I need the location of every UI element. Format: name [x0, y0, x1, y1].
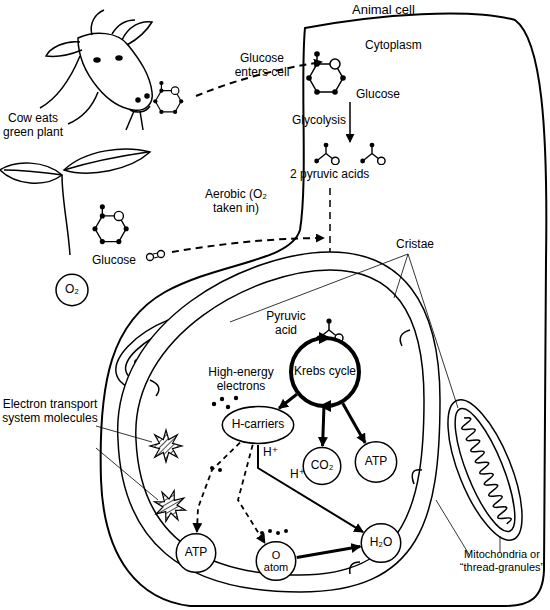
node-outline	[100, 0, 548, 608]
text-label: Pyruvic acid	[262, 310, 310, 338]
connector-arrow	[343, 403, 366, 443]
text-label: Mitochondria or “thread-granules”	[458, 548, 546, 573]
node-text: O₂	[65, 283, 79, 296]
atom-circle: O atom	[255, 540, 297, 582]
node-text-box: O₂	[55, 273, 89, 307]
connector-arrow	[323, 408, 324, 446]
text-label: 2 pyruvic acids	[290, 168, 390, 182]
node-text: Krebs cycle	[294, 365, 356, 378]
molecule-circle: O₂	[55, 273, 89, 307]
pyruvic-molecule	[360, 143, 385, 165]
connector-arrow	[279, 394, 297, 408]
oxygen-molecule	[147, 251, 165, 261]
node-text-box: ATP	[354, 440, 398, 484]
node-text-box: Krebs cycle	[289, 336, 361, 408]
carrier-oval: H-carriers	[220, 405, 296, 445]
text-label: Cristae	[396, 238, 456, 252]
node-text: H-carriers	[232, 418, 285, 431]
node-text: Animal cell	[352, 2, 452, 17]
node-text-box: H-carriers	[220, 405, 296, 445]
text-label: Glucose	[92, 254, 152, 268]
animal-cell: Animal cellCytoplasmKrebs cycleH-carrier…	[100, 0, 548, 608]
glucose-molecule	[92, 204, 128, 244]
node-text: ATP	[365, 455, 387, 468]
text-label: Glycolysis	[284, 114, 346, 128]
connector-arrow	[238, 445, 265, 543]
text-label: H⁺	[263, 446, 283, 460]
mitochondrion	[118, 252, 440, 592]
node-text: H₂O	[370, 536, 393, 549]
node-text-box: H₂O	[360, 522, 402, 564]
text-label: Glucose enters cell	[226, 52, 298, 80]
connector-arrow	[297, 547, 361, 558]
text-label: Electron transport system molecules	[2, 398, 98, 426]
krebs-cycle: Krebs cycle	[289, 336, 361, 408]
text-label: Aerobic (O₂ taken in)	[196, 188, 276, 216]
product-circle: CO₂	[302, 446, 342, 486]
text-label: Glucose	[356, 88, 416, 102]
connector-arrow	[197, 443, 240, 532]
green-plant	[0, 149, 150, 255]
connector-arrow	[258, 445, 363, 532]
glucose-molecule	[306, 51, 346, 95]
node-text-box: CO₂	[302, 446, 342, 486]
node-text-box: ATP	[175, 532, 217, 574]
text-label: High-energy electrons	[200, 366, 282, 394]
product-circle: ATP	[354, 440, 398, 484]
flow-arrow	[172, 238, 324, 252]
ets-molecule	[150, 430, 182, 462]
glucose-molecule	[153, 81, 183, 114]
ets-molecule	[150, 486, 189, 525]
leader-line	[96, 254, 500, 556]
product-circle: H₂O	[360, 522, 402, 564]
mitochondrion	[433, 391, 537, 550]
node-text: Cytoplasm	[365, 38, 455, 52]
product-circle: ATP	[175, 532, 217, 574]
text-label: Cow eats green plant	[2, 112, 64, 140]
node-text: CO₂	[311, 459, 334, 472]
text-label: H⁺	[290, 468, 310, 482]
node-text: O atom	[259, 549, 293, 573]
flow-arrow	[349, 102, 351, 142]
pyruvic-molecule	[314, 143, 339, 165]
node-text: ATP	[185, 546, 207, 559]
node-text-box: O atom	[255, 540, 297, 582]
